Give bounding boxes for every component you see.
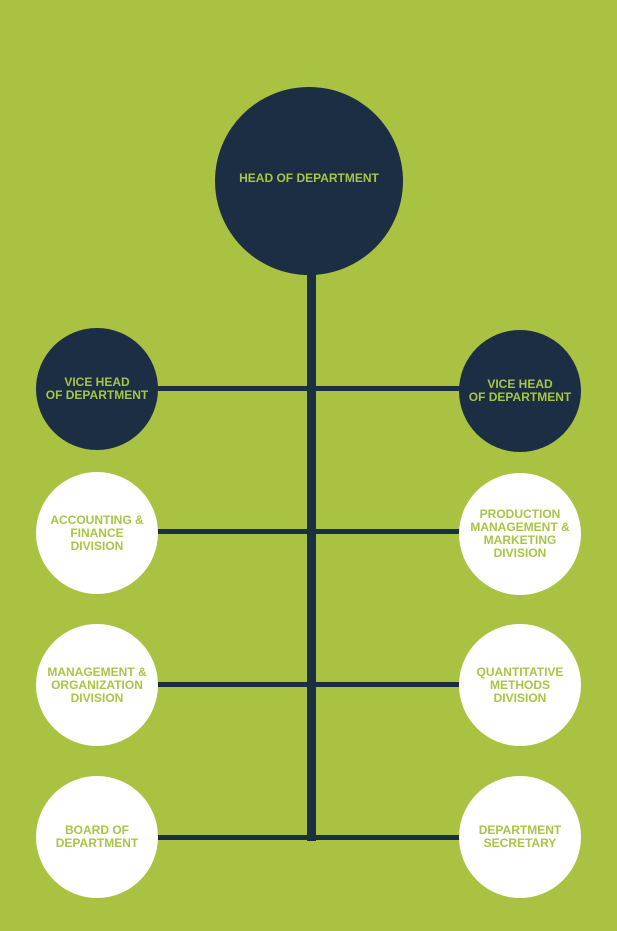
production-marketing-node: PRODUCTION MANAGEMENT & MARKETING DIVISI…	[459, 473, 581, 595]
management-organization-node: MANAGEMENT & ORGANIZATION DIVISION	[36, 624, 158, 746]
quantitative-methods-node: QUANTITATIVE METHODS DIVISION	[459, 624, 581, 746]
node-label: QUANTITATIVE METHODS DIVISION	[476, 664, 564, 705]
vice-head-right-node: VICE HEAD OF DEPARTMENT	[459, 330, 581, 452]
node-label: VICE HEAD OF DEPARTMENT	[45, 375, 149, 402]
node-label: VICE HEAD OF DEPARTMENT	[468, 377, 572, 404]
node-label: ACCOUNTING & FINANCE DIVISION	[50, 512, 144, 553]
node-label: PRODUCTION MANAGEMENT & MARKETING DIVISI…	[470, 507, 570, 560]
department-secretary-node: DEPARTMENT SECRETARY	[459, 776, 581, 898]
node-label: BOARD OF DEPARTMENT	[55, 823, 139, 850]
connector-row-1	[150, 386, 470, 391]
board-of-department-node: BOARD OF DEPARTMENT	[36, 776, 158, 898]
node-label: MANAGEMENT & ORGANIZATION DIVISION	[47, 664, 147, 705]
node-label: DEPARTMENT SECRETARY	[478, 823, 562, 850]
head-of-department-node: HEAD OF DEPARTMENT	[215, 87, 403, 275]
connector-row-2	[150, 529, 470, 534]
node-label: HEAD OF DEPARTMENT	[239, 170, 379, 185]
connector-row-3	[150, 682, 470, 687]
accounting-finance-node: ACCOUNTING & FINANCE DIVISION	[36, 472, 158, 594]
trunk-connector	[307, 260, 316, 841]
vice-head-left-node: VICE HEAD OF DEPARTMENT	[36, 328, 158, 450]
connector-row-4	[150, 835, 470, 840]
